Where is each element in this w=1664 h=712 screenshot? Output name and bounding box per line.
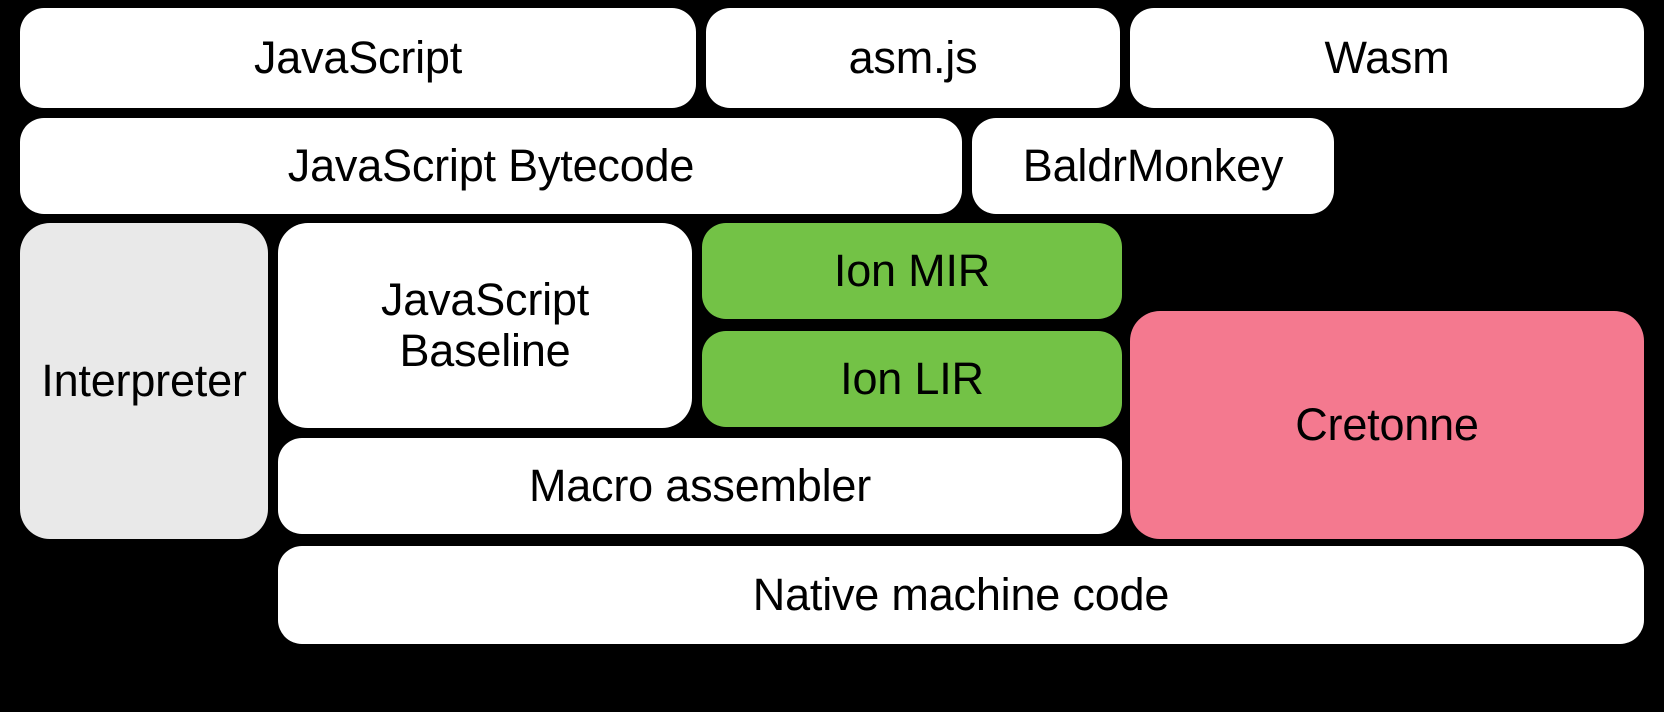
box-javascript-bytecode: JavaScript Bytecode [20, 118, 962, 214]
box-baldrmonkey: BaldrMonkey [972, 118, 1334, 214]
box-interpreter: Interpreter [20, 223, 268, 539]
box-wasm: Wasm [1130, 8, 1644, 108]
box-native-machine-code: Native machine code [278, 546, 1644, 644]
box-javascript-baseline: JavaScript Baseline [278, 223, 692, 428]
box-ion-mir: Ion MIR [702, 223, 1122, 319]
box-javascript: JavaScript [20, 8, 696, 108]
box-macro-assembler: Macro assembler [278, 438, 1122, 534]
box-ion-lir: Ion LIR [702, 331, 1122, 427]
box-cretonne: Cretonne [1130, 311, 1644, 539]
box-asm-js: asm.js [706, 8, 1120, 108]
